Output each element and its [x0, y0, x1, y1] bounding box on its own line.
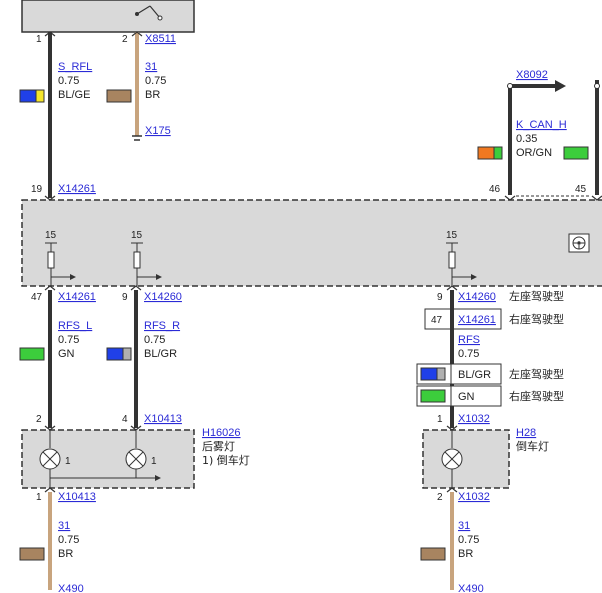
- fuse-1: 15: [45, 230, 76, 286]
- link-x14260-right[interactable]: X14260: [458, 291, 496, 303]
- lamp-pin-2: 2: [36, 414, 42, 425]
- fuse-3-label: 15: [446, 230, 458, 241]
- wire-color-31-top: BR: [145, 89, 160, 101]
- top-switch-box: [21, 0, 195, 33]
- option-rhd-label: 右座驾驶型: [509, 389, 564, 403]
- module-pin-46: 46: [489, 184, 501, 195]
- wire-label-s-rfl[interactable]: S_RFL: [58, 61, 92, 73]
- lamp-icon-3: [441, 430, 463, 488]
- wire-size-s-rfl: 0.75: [58, 75, 79, 87]
- color-chip-brown-br: [420, 547, 446, 561]
- lamp-icon-2: [125, 430, 147, 478]
- fuse-1-label: 15: [45, 230, 57, 241]
- wire-color-k-can-h: OR/GN: [516, 147, 552, 159]
- link-x14260-left[interactable]: X14260: [144, 291, 182, 303]
- wire-size-31-top: 0.75: [145, 75, 166, 87]
- option-color-blgr: BL/GR: [458, 369, 491, 381]
- module-pin-19: 19: [31, 184, 43, 195]
- fuse-2: 15: [131, 230, 162, 286]
- option-color-gn: GN: [458, 391, 475, 403]
- wire-label-rfs-r[interactable]: RFS_R: [144, 320, 180, 332]
- wire-label-31-bl[interactable]: 31: [58, 520, 70, 532]
- rhd-label: 右座驾驶型: [509, 312, 564, 326]
- link-x10413-bottom[interactable]: X10413: [58, 491, 96, 503]
- wire-label-rfs-l[interactable]: RFS_L: [58, 320, 92, 332]
- wire-color-31-br: BR: [458, 548, 473, 560]
- lamp-pin-1-bottom: 1: [36, 492, 42, 503]
- rlamp-pin-2: 2: [437, 492, 443, 503]
- wire-color-rfs-r: BL/GR: [144, 348, 177, 360]
- wire-size-31-bl: 0.75: [58, 534, 79, 546]
- link-x14261-left[interactable]: X14261: [58, 291, 96, 303]
- top-pin-2: 2: [122, 34, 128, 45]
- wire-size-k-can-h: 0.35: [516, 133, 537, 145]
- link-x14261-right[interactable]: X14261: [458, 314, 496, 326]
- color-chip-brown: [106, 89, 132, 103]
- wire-label-k-can-h[interactable]: K_CAN_H: [516, 119, 567, 131]
- wire-size-rfs-r: 0.75: [144, 334, 165, 346]
- arrow-right-icon: [555, 80, 566, 92]
- rear-fog-lamp-label: 后雾灯: [202, 440, 235, 453]
- lhd-label: 左座驾驶型: [509, 289, 564, 303]
- wire-label-rfs[interactable]: RFS: [458, 334, 480, 346]
- arrow-icon: [155, 475, 161, 481]
- reverse-lamp-label: 倒车灯: [516, 439, 549, 453]
- wire-size-31-br: 0.75: [458, 534, 479, 546]
- color-chip-green-right: [563, 146, 589, 160]
- link-h28[interactable]: H28: [516, 427, 536, 439]
- option-box-47: [424, 308, 502, 330]
- link-x8511[interactable]: X8511: [145, 33, 176, 45]
- fuse-3: 15: [446, 230, 477, 286]
- fuse-2-label: 15: [131, 230, 143, 241]
- lamp-icon-1: [39, 430, 61, 488]
- link-x10413-top[interactable]: X10413: [144, 413, 182, 425]
- wire-size-rfs: 0.75: [458, 348, 479, 360]
- link-x1032-bottom[interactable]: X1032: [458, 491, 490, 503]
- color-chip-blue-gray-option: [420, 367, 446, 381]
- module-pin-45: 45: [575, 184, 587, 195]
- lamp-1-number: 1: [65, 456, 71, 467]
- link-x490-left[interactable]: X490: [58, 583, 84, 593]
- link-x175[interactable]: X175: [145, 125, 171, 137]
- module-pin-47: 47: [31, 292, 43, 303]
- color-chip-green: [19, 347, 45, 361]
- option-pin-47: 47: [431, 315, 443, 326]
- wire-size-rfs-l: 0.75: [58, 334, 79, 346]
- color-chip-orange-green: [477, 146, 503, 160]
- color-chip-blue-yellow: [19, 89, 45, 103]
- wire-color-rfs-l: GN: [58, 348, 75, 360]
- rlamp-pin-1: 1: [437, 414, 443, 425]
- reverse-lamp-note: 1) 倒车灯: [202, 453, 250, 467]
- wire-color-s-rfl: BL/GE: [58, 89, 90, 101]
- link-x14261-top[interactable]: X14261: [58, 183, 96, 195]
- color-chip-green-option: [420, 389, 446, 403]
- color-chip-brown-bl: [19, 547, 45, 561]
- top-pin-1: 1: [36, 34, 42, 45]
- link-h16026[interactable]: H16026: [202, 427, 241, 439]
- color-chip-blue-gray: [106, 347, 132, 361]
- wire-color-31-bl: BR: [58, 548, 73, 560]
- module-pin-9: 9: [122, 292, 128, 303]
- link-x1032-top[interactable]: X1032: [458, 413, 490, 425]
- link-x8092[interactable]: X8092: [516, 69, 548, 81]
- wire-label-31-br[interactable]: 31: [458, 520, 470, 532]
- ground-icon: [132, 135, 142, 141]
- lamp-2-number: 1: [151, 456, 157, 467]
- option-lhd-label: 左座驾驶型: [509, 367, 564, 381]
- module-pin-9-right: 9: [437, 292, 443, 303]
- wire-label-31-top[interactable]: 31: [145, 61, 157, 73]
- control-module: [21, 199, 602, 287]
- link-x490-right[interactable]: X490: [458, 583, 484, 593]
- lamp-pin-4: 4: [122, 414, 128, 425]
- lamp-module-right: [422, 429, 510, 489]
- steering-wheel-icon: [568, 233, 590, 253]
